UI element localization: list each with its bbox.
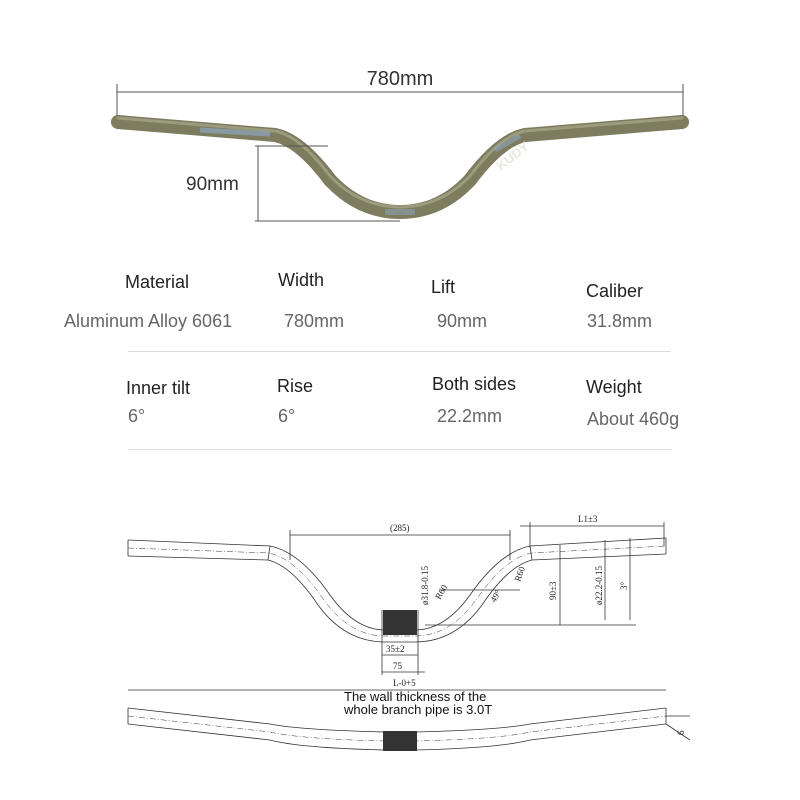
spec-divider-2: [128, 449, 671, 450]
spec-value-both-sides: 22.2mm: [437, 406, 503, 426]
wall-thickness-note: The wall thickness of the whole branch p…: [344, 689, 493, 717]
clamp-knurl-top: [383, 610, 417, 635]
clamp-knurl-side: [383, 731, 417, 751]
dim-total-len: L-0+5: [393, 678, 416, 688]
spec-label-rise: Rise: [277, 376, 314, 396]
spec-label-inner-tilt: Inner tilt: [126, 378, 191, 398]
lift-dimension-label: 90mm: [186, 174, 239, 195]
spec-label-width: Width: [278, 270, 325, 290]
dim-end-dia: ø22.2-0.15: [594, 566, 604, 605]
spec-value-material: Aluminum Alloy 6061: [64, 311, 233, 331]
spec-value-weight: About 460g: [587, 409, 680, 429]
spec-value-inner-tilt: 6°: [128, 406, 146, 426]
dim-span-285: (285): [390, 523, 410, 533]
spec-divider-1: [128, 351, 671, 352]
spec-value-caliber: 31.8mm: [587, 311, 653, 331]
spec-value-rise: 6°: [278, 406, 296, 426]
handlebar-body: [111, 115, 689, 220]
dim-clamp-dia: ø31.8-0.15: [420, 566, 430, 605]
spec-label-material: Material: [125, 272, 190, 292]
spec-value-width: 780mm: [284, 311, 345, 331]
spec-label-both-sides: Both sides: [432, 374, 517, 394]
handlebar-photo: KUDY: [111, 84, 689, 222]
dim-side-angle: 6: [676, 730, 686, 735]
width-dimension-label: 780mm: [366, 68, 434, 90]
spec-value-lift: 90mm: [437, 311, 488, 331]
dim-r-left: R60: [433, 583, 449, 601]
dim-knurl-len: 35±2: [386, 644, 404, 654]
spec-label-weight: Weight: [586, 377, 642, 397]
technical-drawing: (285) L1±3 ø31.8-0.15 R60 R60 49° 90±3 ø…: [127, 514, 691, 751]
spec-label-lift: Lift: [431, 277, 456, 297]
dim-r-right: R60: [512, 565, 527, 583]
spec-label-caliber: Caliber: [586, 281, 644, 301]
dim-center-len: 75: [393, 661, 403, 671]
dim-l1: L1±3: [578, 514, 598, 524]
dim-rise: 90±3: [548, 581, 558, 600]
dim-end-angle: 3°: [619, 582, 629, 591]
